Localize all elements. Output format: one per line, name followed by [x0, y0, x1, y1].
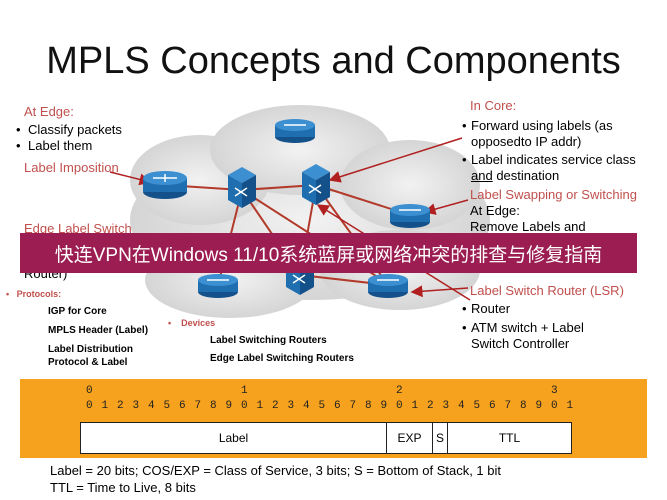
protocol-item: MPLS Header (Label): [48, 325, 149, 336]
edge-router-bottom-right: [368, 274, 408, 298]
edge-router-right: [390, 204, 430, 228]
bit-units-label: 1: [566, 400, 574, 412]
bit-units-label: 1: [411, 400, 419, 412]
bit-units-label: 0: [86, 400, 93, 412]
edge-router-left: [143, 171, 187, 199]
edge-router-bottom-left: [198, 274, 238, 298]
overlay-banner: [20, 233, 637, 273]
bit-units-label: 2: [272, 400, 279, 412]
field-label: Label: [81, 423, 387, 453]
bit-units-label: 2: [117, 400, 124, 412]
bit-units-label: 6: [179, 400, 186, 412]
bit-tens-label: 2: [396, 385, 403, 397]
header-note: Label = 20 bits; COS/EXP = Class of Serv…: [50, 463, 502, 495]
bit-units-label: 3: [287, 400, 295, 412]
field-ttl: TTL: [498, 431, 521, 445]
device-item: Edge Label Switching Routers: [210, 353, 354, 364]
core-item-2: • Label indicates service class and dest…: [462, 152, 636, 183]
overlay-banner-text: 快连VPN在Windows 11/10系统蓝屏或网络冲突的排查与修复指南: [54, 245, 603, 266]
label-imposition-text: Label Imposition: [24, 160, 119, 175]
protocol-item: Label Distribution: [48, 344, 133, 355]
bit-units-label: 5: [318, 400, 326, 412]
bit-units-label: 9: [225, 400, 233, 412]
edge-lsr-label-line1: Edge Label Switch: [24, 221, 132, 236]
device-item: Label Switching Routers: [210, 335, 327, 346]
lsr-heading: Label Switch Router (LSR): [470, 283, 624, 298]
page-title: MPLS Concepts and Components: [46, 40, 621, 82]
bit-units-label: 4: [303, 400, 310, 412]
remove-labels-text: Remove Labels and: [470, 219, 586, 234]
bit-units-label: 5: [163, 400, 171, 412]
protocol-item: Protocol & Label: [48, 357, 128, 368]
bit-units-label: 4: [458, 400, 465, 412]
bit-units-label: 4: [148, 400, 155, 412]
label-swapping-text: Label Swapping or Switching: [470, 187, 637, 202]
devices-heading: • Devices: [168, 318, 216, 328]
at-edge-text: At Edge:: [470, 203, 520, 218]
atm-switch-left: [228, 167, 256, 208]
protocol-item: IGP for Core: [48, 306, 107, 317]
core-heading: In Core:: [470, 98, 517, 113]
bit-units-label: 8: [365, 400, 372, 412]
bit-units-label: 9: [535, 400, 543, 412]
bit-units-label: 6: [334, 400, 341, 412]
bit-units-label: 1: [256, 400, 264, 412]
lsr-list: • Router • ATM switch + Label Switch Con…: [462, 301, 662, 352]
list-item: Label them: [16, 138, 122, 154]
core-item-1: • Forward using labels (as opposedto IP …: [462, 118, 613, 149]
field-exp: EXP: [387, 423, 433, 453]
bit-tens-label: 0: [86, 385, 93, 397]
bit-units-label: 3: [132, 400, 140, 412]
bit-units-label: 8: [520, 400, 527, 412]
bit-units-label: 7: [504, 400, 512, 412]
bit-units-label: 5: [473, 400, 481, 412]
bit-units-label: 0: [241, 400, 248, 412]
bit-units-label: 2: [427, 400, 434, 412]
bit-units-label: 0: [396, 400, 403, 412]
core-router-top: [275, 119, 315, 143]
bit-units-label: 0: [551, 400, 558, 412]
list-item: Router: [471, 301, 511, 316]
bit-units-label: 3: [442, 400, 450, 412]
bit-units-label: 7: [349, 400, 357, 412]
bit-units-label: 8: [210, 400, 217, 412]
edge-heading: At Edge:: [24, 104, 74, 119]
edge-list: Classify packets Label them: [16, 122, 122, 154]
list-item: Classify packets: [16, 122, 122, 138]
bit-units-label: 7: [194, 400, 202, 412]
bit-tens-label: 3: [551, 385, 558, 397]
protocols-heading: • Protocols:: [6, 289, 62, 299]
bit-units-label: 9: [380, 400, 388, 412]
field-s: S: [433, 423, 448, 453]
mpls-header-fields: Label EXP S TTL: [80, 422, 572, 454]
bit-tens-label: 1: [241, 385, 248, 397]
bit-units-label: 1: [101, 400, 109, 412]
atm-switch-center: [302, 164, 330, 205]
bit-units-label: 6: [489, 400, 496, 412]
